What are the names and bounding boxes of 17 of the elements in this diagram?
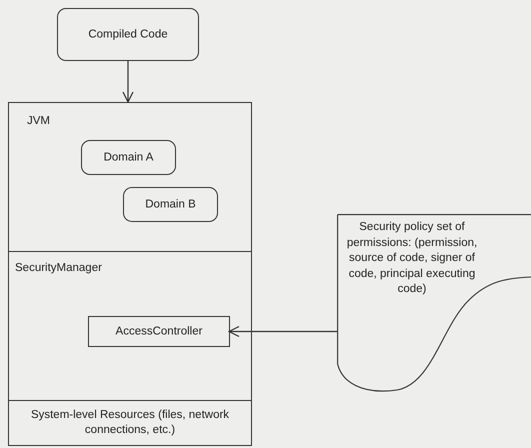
arrow bbox=[228, 326, 337, 338]
jvm-panel bbox=[8, 102, 252, 252]
node-label: Security policy set of permissions: (permission, source of code, signer of code, principal executing code) bbox=[346, 220, 478, 297]
arrow bbox=[122, 61, 134, 103]
component-box bbox=[88, 316, 230, 347]
node-label: Domain B bbox=[144, 197, 197, 212]
node-label: Domain A bbox=[102, 150, 154, 165]
process-box bbox=[57, 8, 199, 61]
node-label: JVM bbox=[27, 115, 50, 127]
domain-box bbox=[123, 187, 218, 222]
domain-box bbox=[81, 140, 176, 175]
node-label: SecurityManager bbox=[15, 262, 102, 274]
security-manager-panel bbox=[8, 251, 252, 401]
node-label: AccessController bbox=[114, 324, 204, 339]
resources-panel bbox=[8, 400, 252, 446]
node-label: Compiled Code bbox=[87, 27, 169, 42]
node-label: System-level Resources (files, network connections, etc.) bbox=[30, 408, 230, 438]
